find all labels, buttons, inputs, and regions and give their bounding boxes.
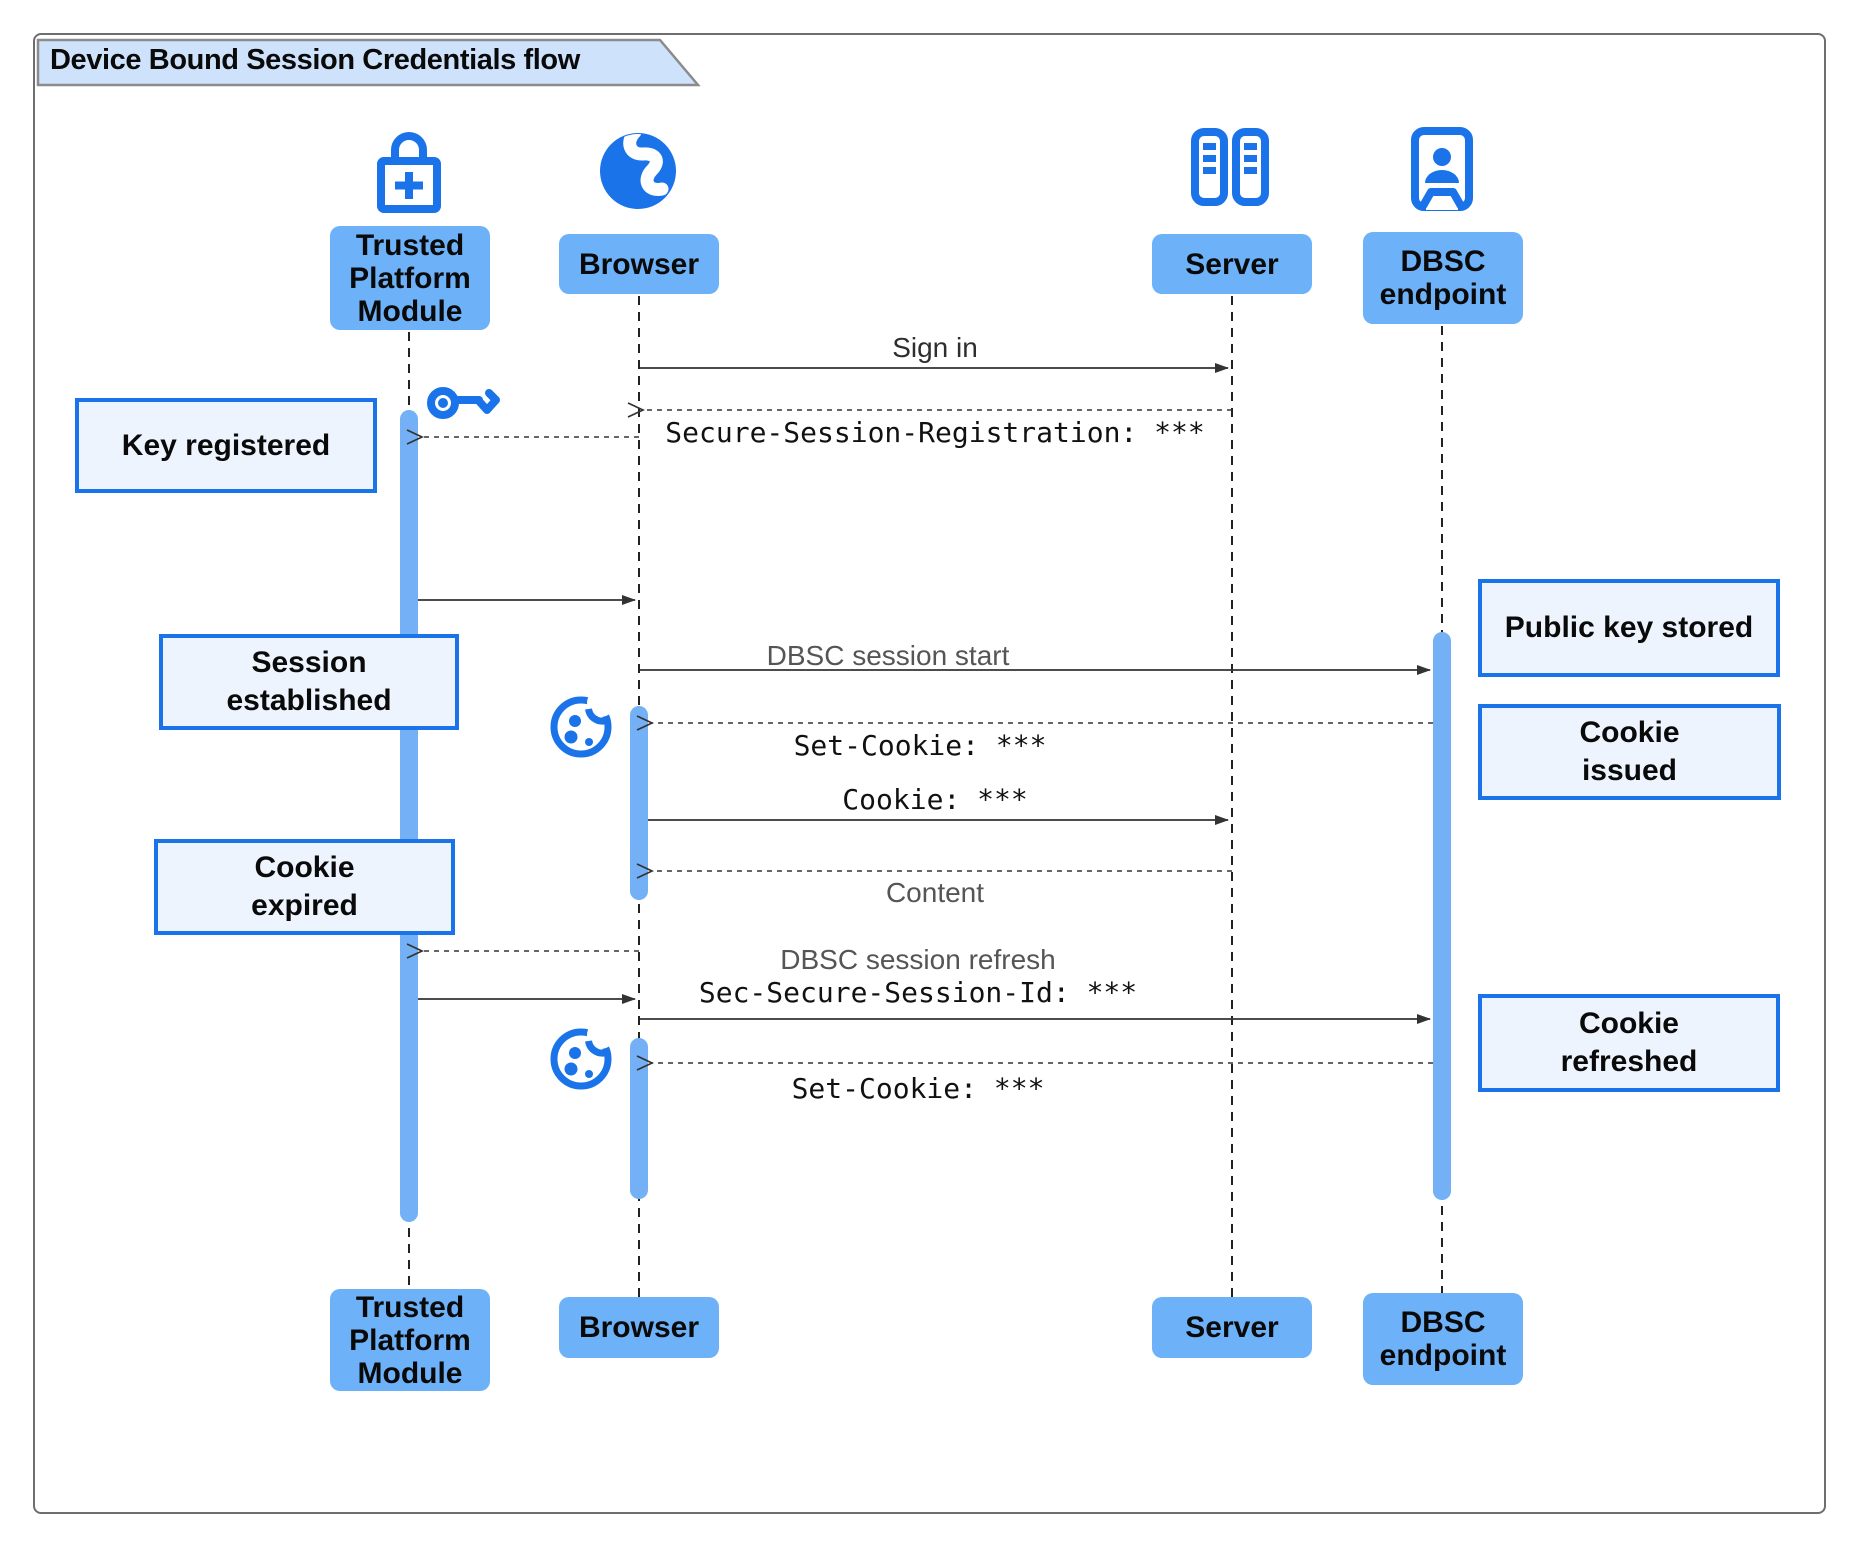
actor-dbsc-bottom: DBSC endpoint <box>1363 1293 1523 1385</box>
key-icon <box>427 387 500 419</box>
actor-browser-bottom: Browser <box>559 1297 719 1358</box>
activation-bar-dbsc <box>1433 632 1451 1200</box>
note-session-established: Session established <box>159 634 459 730</box>
id-badge-icon <box>1411 127 1473 211</box>
page-title: Device Bound Session Credentials flow <box>50 44 580 76</box>
message-label-set-cookie-2: Set-Cookie: *** <box>791 1072 1045 1105</box>
cookie-icon <box>550 690 615 758</box>
message-label-cookie: Cookie: *** <box>842 783 1028 816</box>
server-rack-icon <box>1191 128 1269 206</box>
diagram-title-tab: Device Bound Session Credentials flow <box>36 38 716 88</box>
lock-plus-icon <box>377 132 441 213</box>
globe-icon <box>600 133 676 209</box>
note-key-registered: Key registered <box>75 398 377 493</box>
message-label-set-cookie-1: Set-Cookie: *** <box>793 729 1047 762</box>
actor-dbsc-top: DBSC endpoint <box>1363 232 1523 324</box>
note-cookie-issued: Cookie issued <box>1478 704 1781 800</box>
actor-browser-top: Browser <box>559 234 719 294</box>
actor-tpm-top: Trusted Platform Module <box>330 226 490 330</box>
title-tab-shape <box>36 38 701 87</box>
message-label-secure-session-registration: Secure-Session-Registration: *** <box>665 416 1205 449</box>
cookie-icon <box>550 1022 615 1090</box>
message-label-dbsc-session-refresh: DBSC session refresh <box>780 944 1056 975</box>
actor-server-bottom: Server <box>1152 1297 1312 1358</box>
message-label-content: Content <box>885 877 985 908</box>
activation-bar-tpm <box>400 410 418 1222</box>
actor-server-top: Server <box>1152 234 1312 294</box>
note-public-key-stored: Public key stored <box>1478 579 1780 677</box>
message-label-dbsc-session-start: DBSC session start <box>766 640 1010 671</box>
message-label-sign-in: Sign in <box>892 332 978 363</box>
message-label-sec-secure-session-id: Sec-Secure-Session-Id: *** <box>698 976 1138 1009</box>
activation-bar-browser-1 <box>630 706 648 900</box>
note-cookie-refreshed: Cookie refreshed <box>1478 994 1780 1092</box>
note-cookie-expired: Cookie expired <box>154 839 455 935</box>
activation-bar-browser-2 <box>630 1038 648 1199</box>
actor-tpm-bottom: Trusted Platform Module <box>330 1289 490 1391</box>
